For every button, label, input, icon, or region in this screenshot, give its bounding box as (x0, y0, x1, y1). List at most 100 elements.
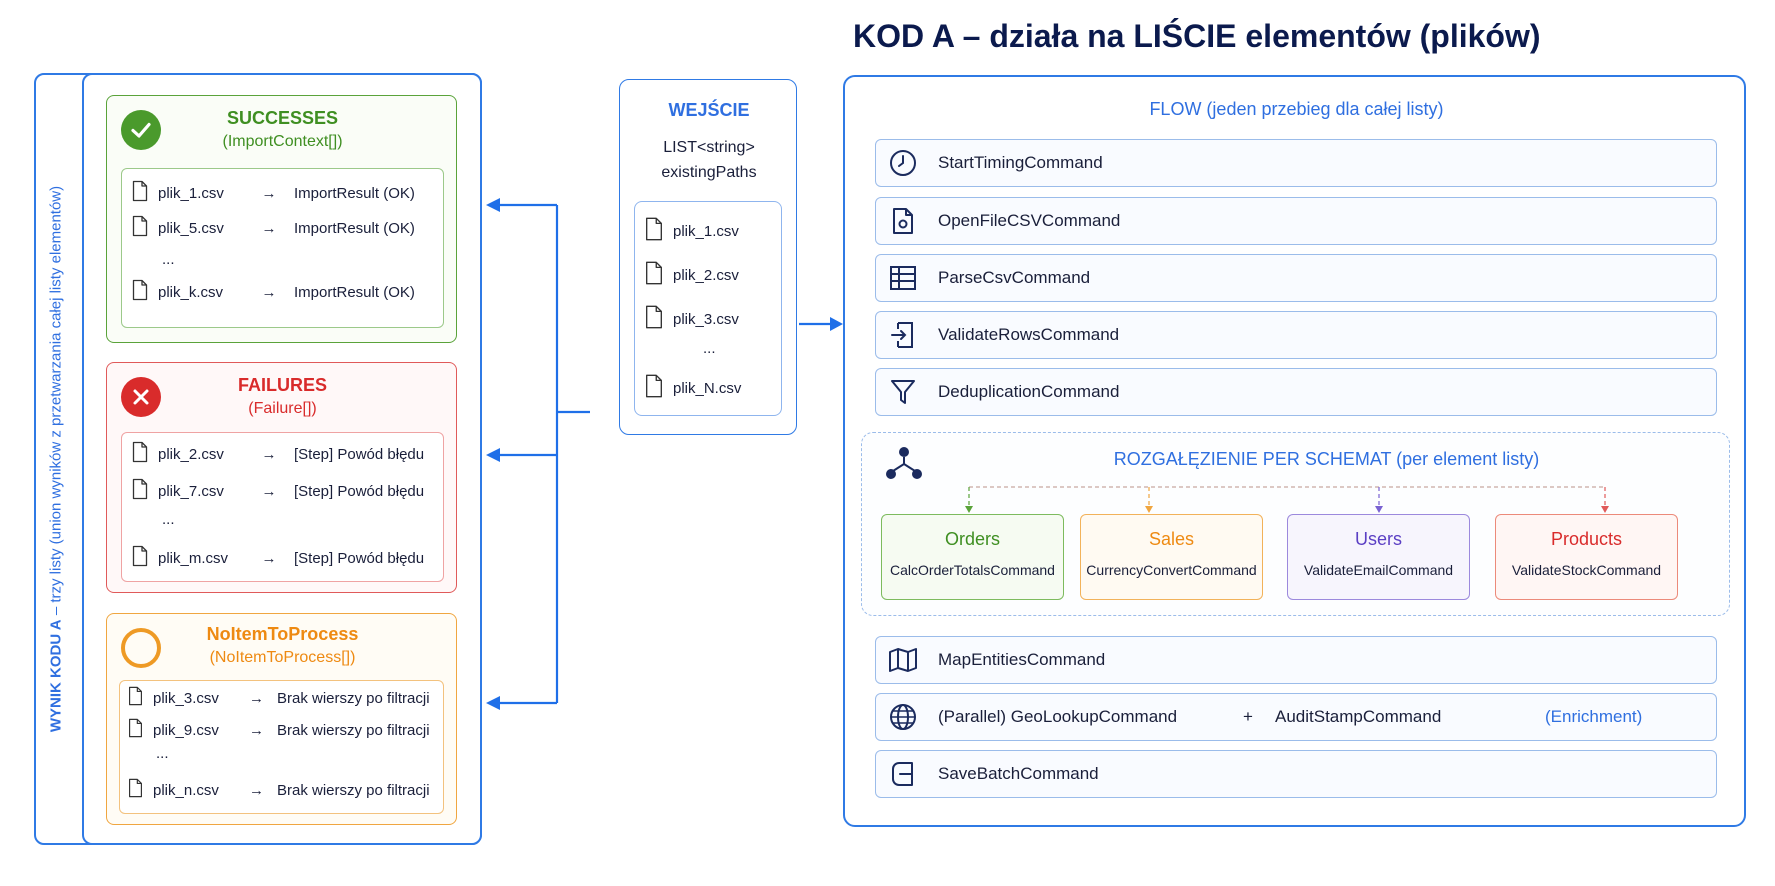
list-item: plik_n.csv → Brak wierszy po filtracji (128, 777, 430, 803)
branch-icon (884, 445, 924, 486)
file-name: plik_3.csv (153, 689, 219, 707)
file-icon (645, 260, 663, 290)
file-icon (128, 718, 143, 742)
successes-subtitle: (ImportContext[]) (222, 133, 343, 150)
list-item: plik_1.csv → ImportResult (OK) (132, 180, 415, 206)
command-label: (Parallel) GeoLookupCommand (938, 707, 1178, 726)
command-parse-csv: ParseCsvCommand (875, 254, 1717, 302)
schema-command: CurrencyConvertCommand (1086, 562, 1257, 578)
list-item: plik_2.csv (645, 260, 739, 290)
schema-users: Users ValidateEmailCommand (1287, 514, 1470, 600)
result-text: Brak wierszy po filtracji (277, 721, 430, 739)
command-label: ParseCsvCommand (938, 268, 1091, 287)
ellipsis: ... (162, 251, 175, 268)
file-icon (132, 441, 148, 467)
file-icon (128, 686, 143, 710)
failures-panel: FAILURES (Failure[]) plik_2.csv → [Step]… (106, 362, 457, 593)
schema-command: ValidateStockCommand (1511, 562, 1662, 578)
schema-branch: ROZGAŁĘZIENIE PER SCHEMAT (per element l… (861, 432, 1730, 616)
file-icon (132, 545, 148, 571)
schema-command: CalcOrderTotalsCommand (890, 562, 1055, 578)
branch-title: ROZGAŁĘZIENIE PER SCHEMAT (per element l… (1113, 449, 1540, 469)
result-text: ImportResult (OK) (294, 184, 415, 202)
command-start-timing: StartTimingCommand (875, 139, 1717, 187)
arrow: → (261, 283, 277, 301)
command-label: SaveBatchCommand (938, 764, 1099, 783)
arrow: → (261, 219, 277, 237)
list-item: plik_2.csv → [Step] Powód błędu (132, 441, 424, 467)
table-icon (888, 263, 918, 293)
file-name: plik_n.csv (153, 781, 219, 799)
command-save-batch: SaveBatchCommand (875, 750, 1717, 798)
flow-title: FLOW (jeden przebieg dla całej listy) (1149, 99, 1444, 119)
command-open-file: OpenFileCSVCommand (875, 197, 1717, 245)
file-name: plik_1.csv (158, 184, 224, 202)
schema-name: Orders (944, 529, 1000, 549)
file-icon (128, 778, 143, 802)
file-name: plik_m.csv (158, 549, 229, 567)
result-text: Brak wierszy po filtracji (277, 689, 430, 707)
file-name: plik_N.csv (673, 379, 742, 397)
result-text: [Step] Powód błędu (294, 549, 425, 567)
filter-icon (888, 377, 918, 407)
file-name: plik_5.csv (158, 219, 224, 237)
ellipsis: ... (703, 340, 716, 357)
arrow: → (249, 721, 264, 739)
list-item: plik_3.csv (645, 304, 739, 334)
save-icon (888, 759, 918, 789)
schema-sales: Sales CurrencyConvertCommand (1080, 514, 1263, 600)
page-title: KOD A – działa na LIŚCIE elementów (plik… (853, 18, 1541, 54)
ellipsis: ... (156, 745, 169, 762)
command-label: DeduplicationCommand (938, 382, 1120, 401)
list-item: plik_9.csv → Brak wierszy po filtracji (128, 717, 430, 743)
input-file-list: plik_1.csv plik_2.csv plik_3.csv ... pli… (634, 201, 782, 416)
plus-sign: + (1243, 707, 1253, 726)
branch-connectors (965, 486, 1609, 513)
list-item: plik_m.csv → [Step] Powód błędu (132, 545, 424, 571)
command-label: MapEntitiesCommand (938, 650, 1106, 669)
command-map-entities: MapEntitiesCommand (875, 636, 1717, 684)
input-type: LIST<string> (663, 139, 755, 156)
schema-name: Sales (1148, 529, 1195, 549)
arrow: → (261, 184, 277, 202)
check-icon (121, 110, 161, 150)
command-label: ValidateRowsCommand (938, 325, 1120, 344)
file-icon (645, 304, 663, 334)
file-icon (132, 215, 148, 241)
file-name: plik_2.csv (158, 445, 224, 463)
arrow: → (249, 689, 264, 707)
arrow: → (249, 781, 264, 799)
schema-products: Products ValidateStockCommand (1495, 514, 1678, 600)
clock-icon (888, 148, 918, 178)
arrow: → (261, 482, 277, 500)
noitem-subtitle: (NoItemToProcess[]) (209, 649, 356, 666)
input-flow-arrow (799, 317, 843, 331)
flow-box: FLOW (jeden przebieg dla całej listy) St… (843, 75, 1746, 827)
noitem-title: NoItemToProcess (206, 624, 359, 644)
successes-list: plik_1.csv → ImportResult (OK) plik_5.cs… (121, 168, 444, 328)
failures-title: FAILURES (237, 375, 327, 395)
input-box: WEJŚCIE LIST<string> existingPaths plik_… (619, 79, 797, 435)
schema-name: Users (1354, 529, 1402, 549)
failures-subtitle: (Failure[]) (248, 400, 317, 417)
result-connector (486, 198, 590, 710)
schema-name: Products (1550, 529, 1623, 549)
circle-icon (121, 628, 161, 668)
command-validate-rows: ValidateRowsCommand (875, 311, 1717, 359)
file-name: plik_1.csv (673, 222, 739, 240)
noitem-list: plik_3.csv → Brak wierszy po filtracji p… (119, 680, 444, 814)
file-icon (132, 478, 148, 504)
command-enrichment: (Parallel) GeoLookupCommand + AuditStamp… (875, 693, 1717, 741)
file-icon (645, 373, 663, 403)
enrichment-tag: (Enrichment) (1545, 707, 1643, 726)
successes-title: SUCCESSES (226, 108, 339, 128)
result-label-bold: WYNIK KODU A (47, 619, 65, 733)
map-icon (888, 645, 918, 675)
command-deduplication: DeduplicationCommand (875, 368, 1717, 416)
file-name: plik_9.csv (153, 721, 219, 739)
result-text: [Step] Powód błędu (294, 445, 425, 463)
result-label-rest: – trzy listy (union wyników z przetwarza… (47, 185, 65, 620)
list-item: plik_N.csv (645, 373, 742, 403)
error-icon (121, 377, 161, 417)
arrow: → (261, 445, 277, 463)
